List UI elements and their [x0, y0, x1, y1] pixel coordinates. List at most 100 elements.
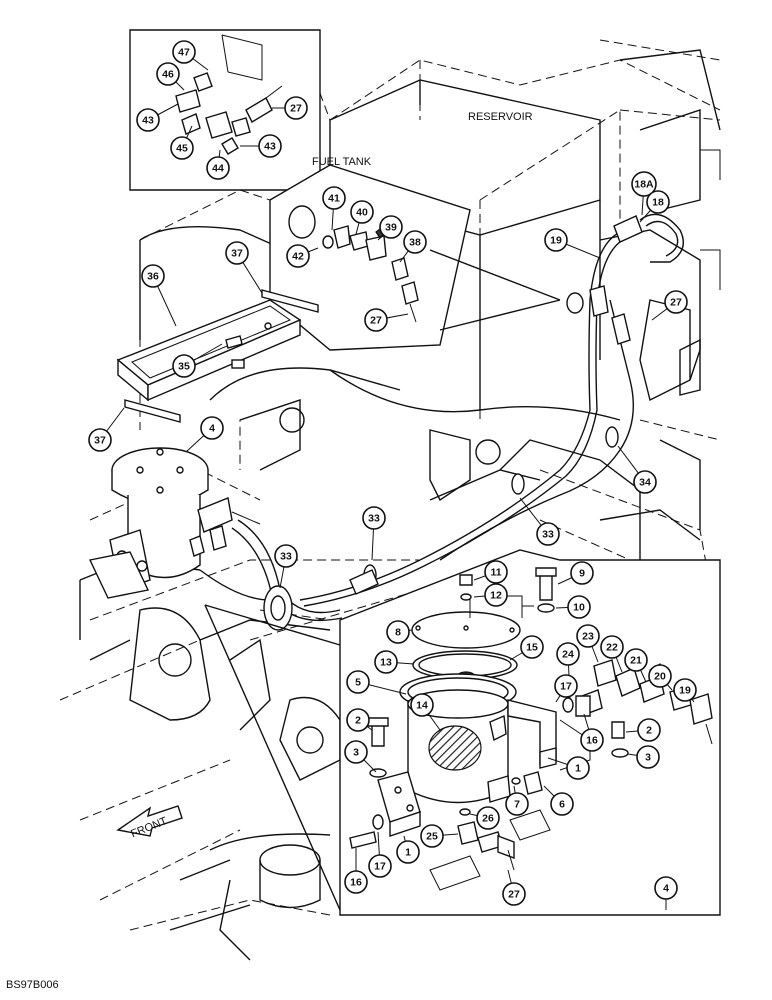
callout-number: 46	[162, 69, 174, 81]
callout-bubble	[200, 416, 224, 440]
callout-bubble	[505, 792, 529, 816]
callout-bubble	[410, 693, 434, 717]
callout-number: 37	[94, 435, 106, 447]
callout-8: 8	[386, 620, 413, 644]
callout-number: 22	[606, 642, 618, 654]
callout-34: 34	[617, 445, 657, 494]
callout-36: 36	[141, 264, 177, 327]
callout-43: 43	[136, 103, 179, 132]
callout-number: 4	[209, 423, 215, 435]
callout-4: 4	[654, 876, 678, 910]
callout-bubble	[484, 583, 508, 607]
callout-number: 3	[353, 747, 359, 759]
callout-bubble	[170, 136, 194, 160]
callout-number: 9	[579, 568, 585, 580]
callout-14: 14	[410, 693, 441, 731]
callout-group: 4746434544274341403938422718A18192736373…	[88, 40, 697, 910]
callout-number: 18	[652, 197, 664, 209]
callout-4: 4	[185, 416, 224, 453]
callout-bubble	[580, 728, 604, 752]
callout-bubble	[172, 354, 196, 378]
callout-25: 25	[420, 824, 459, 848]
callout-7: 7	[505, 785, 529, 816]
callout-bubble	[631, 171, 657, 197]
callout-40: 40	[350, 200, 374, 235]
callout-number: 12	[490, 590, 502, 602]
callout-bubble	[648, 664, 672, 688]
callout-number: 42	[292, 251, 304, 263]
callout-number: 36	[147, 271, 159, 283]
callout-3: 3	[344, 740, 377, 773]
callout-number: 11	[490, 567, 501, 579]
callout-bubble	[536, 522, 560, 546]
reservoir-label: RESERVOIR	[468, 111, 533, 123]
callout-number: 33	[280, 551, 292, 563]
callout-bubble	[420, 824, 444, 848]
callout-bubble	[576, 624, 600, 648]
callout-number: 38	[409, 237, 421, 249]
callout-bubble	[636, 745, 660, 769]
callout-38: 38	[399, 230, 427, 263]
inset-fuel-tank-valve	[269, 164, 561, 351]
callout-bubble	[476, 806, 500, 830]
callout-bubble	[646, 190, 670, 214]
callout-27: 27	[502, 869, 526, 906]
callout-number: 2	[355, 715, 361, 727]
callout-number: 27	[290, 103, 302, 115]
callout-bubble	[633, 470, 657, 494]
callout-number: 5	[355, 677, 361, 689]
callout-bubble	[567, 595, 591, 619]
callout-bubble	[286, 244, 310, 268]
callout-35: 35	[172, 343, 223, 378]
callout-number: 17	[374, 861, 386, 873]
callout-37: 37	[225, 241, 263, 294]
callout-3: 3	[627, 745, 660, 769]
callout-18: 18	[639, 190, 670, 223]
callout-bubble	[362, 506, 386, 530]
callout-27: 27	[364, 308, 409, 332]
callout-number: 33	[542, 529, 554, 541]
callout-bubble	[258, 134, 282, 158]
callout-number: 25	[426, 831, 438, 843]
callout-number: 27	[508, 889, 520, 901]
callout-number: 8	[395, 627, 401, 639]
callout-bubble	[502, 882, 526, 906]
callout-number: 1	[405, 847, 411, 859]
fuel-tank-label: FUEL TANK	[312, 156, 372, 168]
callout-11: 11	[473, 560, 508, 584]
callout-bubble	[344, 740, 368, 764]
callout-bubble	[544, 228, 568, 252]
callout-27: 27	[272, 96, 308, 120]
callout-44: 44	[206, 149, 230, 180]
callout-bubble	[172, 40, 196, 64]
callout-bubble	[156, 62, 180, 86]
callout-bubble	[364, 308, 388, 332]
callout-bubble	[379, 215, 403, 239]
callout-bubble	[284, 96, 308, 120]
callout-bubble	[637, 718, 661, 742]
callout-bubble	[570, 561, 594, 585]
callout-number: 7	[514, 799, 520, 811]
callout-bubble	[141, 264, 165, 288]
callout-number: 20	[654, 671, 666, 683]
callout-number: 19	[679, 685, 691, 697]
callout-bubble	[344, 870, 368, 894]
callout-bubble	[374, 650, 398, 674]
callout-16: 16	[344, 848, 368, 894]
callout-bubble	[136, 108, 160, 132]
callout-number: 18A	[634, 179, 654, 191]
callout-45: 45	[170, 125, 194, 160]
callout-number: 16	[350, 877, 362, 889]
inset-filter-exploded	[204, 549, 721, 916]
callout-number: 47	[178, 47, 190, 59]
callout-number: 13	[380, 657, 392, 669]
fuel-hoses	[199, 213, 684, 631]
callout-bubble	[654, 876, 678, 900]
callout-15: 15	[509, 635, 544, 661]
callout-bubble	[600, 635, 624, 659]
callout-bubble	[368, 854, 392, 878]
callout-24: 24	[556, 642, 580, 699]
callout-number: 45	[176, 143, 188, 155]
callout-number: 44	[212, 163, 224, 175]
